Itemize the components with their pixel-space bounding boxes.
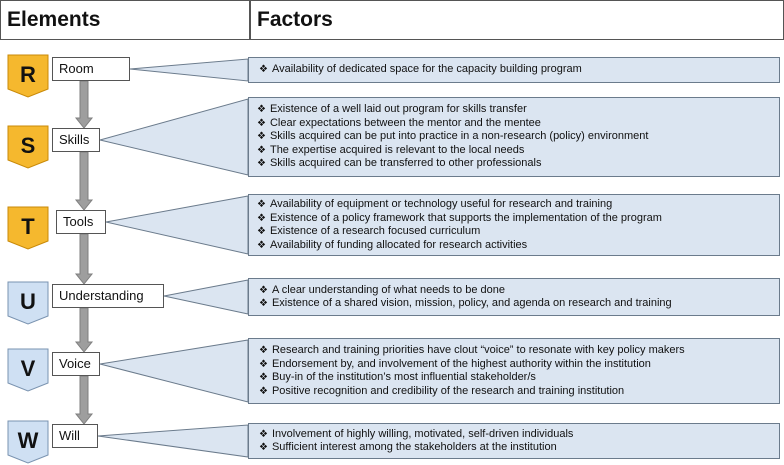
bullet-icon: ❖ [259, 442, 268, 453]
letter-u: U [20, 289, 36, 314]
factor-item: ❖Availability of funding allocated for r… [257, 238, 528, 251]
factor-box-will: ❖Involvement of highly willing, motivate… [248, 423, 780, 459]
factor-item: ❖Skills acquired can be transferred to o… [257, 157, 542, 170]
bullet-icon: ❖ [257, 117, 266, 129]
letter-badge-r [7, 54, 49, 98]
bullet-icon: ❖ [259, 358, 268, 370]
bullet-icon: ❖ [259, 298, 268, 309]
callout-connector [99, 339, 249, 403]
bullet-icon: ❖ [257, 158, 266, 170]
factor-item: ❖Existence of a policy framework that su… [257, 211, 662, 224]
factor-item: ❖Clear expectations between the mentor a… [257, 116, 541, 129]
letter-badge-t [7, 206, 49, 250]
bullet-icon: ❖ [259, 345, 268, 356]
bullet-icon: ❖ [259, 64, 268, 76]
factor-item: ❖Endorsement by, and involvement of the … [259, 357, 651, 370]
factor-item: ❖Existence of a shared vision, mission, … [259, 297, 672, 309]
letter-t: T [21, 214, 35, 239]
letter-r: R [20, 62, 36, 87]
bullet-icon: ❖ [257, 144, 266, 156]
factor-item: ❖Skills acquired can be put into practic… [257, 130, 649, 143]
factor-item: ❖Buy-in of the institution’s most influe… [259, 371, 536, 383]
down-arrow [74, 151, 94, 211]
letter-badge-s [7, 125, 49, 169]
callout-connector [163, 279, 249, 315]
bullet-icon: ❖ [257, 212, 266, 224]
bullet-icon: ❖ [259, 284, 268, 296]
factor-item: ❖Research and training priorities have c… [259, 344, 685, 356]
element-label-voice: Voice [52, 352, 100, 376]
factor-item: ❖Positive recognition and credibility of… [259, 384, 625, 397]
down-arrow [74, 375, 94, 425]
factor-box-tools: ❖Availability of equipment or technology… [248, 194, 780, 256]
bullet-icon: ❖ [259, 428, 268, 440]
bullet-icon: ❖ [257, 104, 266, 116]
element-label-room: Room [52, 57, 130, 81]
elements-header: Elements [0, 0, 250, 40]
bullet-icon: ❖ [259, 385, 268, 397]
callout-connector [105, 195, 249, 255]
bullet-icon: ❖ [257, 131, 266, 143]
factor-box-understanding: ❖A clear understanding of what needs to … [248, 278, 780, 316]
bullet-icon: ❖ [257, 239, 266, 251]
factor-box-skills: ❖Existence of a well laid out program fo… [248, 97, 780, 177]
element-label-tools: Tools [56, 210, 106, 234]
element-label-skills: Skills [52, 128, 100, 152]
factor-item: ❖Availability of dedicated space for the… [259, 63, 582, 76]
down-arrow [74, 80, 94, 129]
factor-item: ❖Availability of equipment or technology… [257, 198, 613, 210]
factor-item: ❖Existence of a well laid out program fo… [257, 103, 527, 116]
bullet-icon: ❖ [257, 199, 266, 210]
letter-badge-v [7, 348, 49, 392]
factors-header: Factors [250, 0, 784, 40]
letter-w: W [18, 428, 39, 453]
element-label-understanding: Understanding [52, 284, 164, 308]
element-label-will: Will [52, 424, 98, 448]
letter-badge-w [7, 420, 49, 464]
letter-badge-u [7, 281, 49, 325]
factor-item: ❖Sufficient interest among the stakehold… [259, 441, 557, 453]
factor-box-room: ❖Availability of dedicated space for the… [248, 57, 780, 83]
factor-item: ❖Existence of a research focused curricu… [257, 225, 481, 237]
down-arrow [74, 307, 94, 353]
callout-connector [97, 424, 249, 458]
factor-item: ❖The expertise acquired is relevant to t… [257, 143, 525, 156]
callout-connector [99, 98, 249, 176]
bullet-icon: ❖ [257, 226, 266, 237]
bullet-icon: ❖ [259, 372, 268, 383]
callout-connector [129, 58, 249, 82]
letter-s: S [21, 133, 36, 158]
factor-item: ❖A clear understanding of what needs to … [259, 283, 505, 296]
letter-v: V [21, 356, 36, 381]
factor-item: ❖Involvement of highly willing, motivate… [259, 427, 574, 440]
factor-box-voice: ❖Research and training priorities have c… [248, 338, 780, 404]
down-arrow [74, 233, 94, 285]
